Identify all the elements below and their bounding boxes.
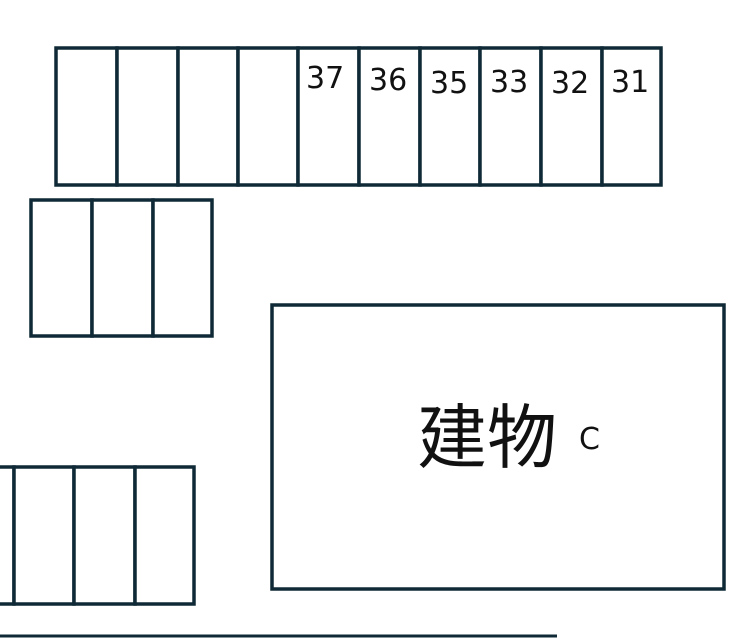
building-c: 建物 C	[270, 303, 726, 591]
stall	[151, 198, 214, 338]
stall	[176, 46, 240, 187]
stall-number: 37	[306, 61, 344, 96]
stall	[115, 46, 180, 187]
building-name: 建物	[417, 397, 557, 479]
stall	[90, 198, 155, 338]
building-letter: C	[579, 422, 600, 457]
stall-36	[357, 46, 422, 187]
stall-number: 33	[490, 65, 528, 100]
bottom-stall-row	[0, 465, 196, 606]
stall-31	[600, 46, 663, 187]
stall	[0, 465, 16, 606]
stall	[12, 465, 76, 606]
stall-number: 35	[430, 66, 468, 101]
top-stall-row: 37 36 35 33 32 31	[54, 46, 663, 187]
stall-37	[296, 46, 361, 187]
stall-number: 31	[611, 65, 649, 100]
stall	[236, 46, 300, 187]
stall-35	[418, 46, 482, 187]
stall-32	[539, 46, 604, 187]
building-outline	[270, 303, 726, 591]
stall-number: 36	[369, 63, 407, 98]
stall	[133, 465, 196, 606]
stall-number: 32	[551, 66, 589, 101]
stall	[54, 46, 119, 187]
middle-stall-row	[29, 198, 214, 338]
stall	[72, 465, 137, 606]
stall	[29, 198, 94, 338]
